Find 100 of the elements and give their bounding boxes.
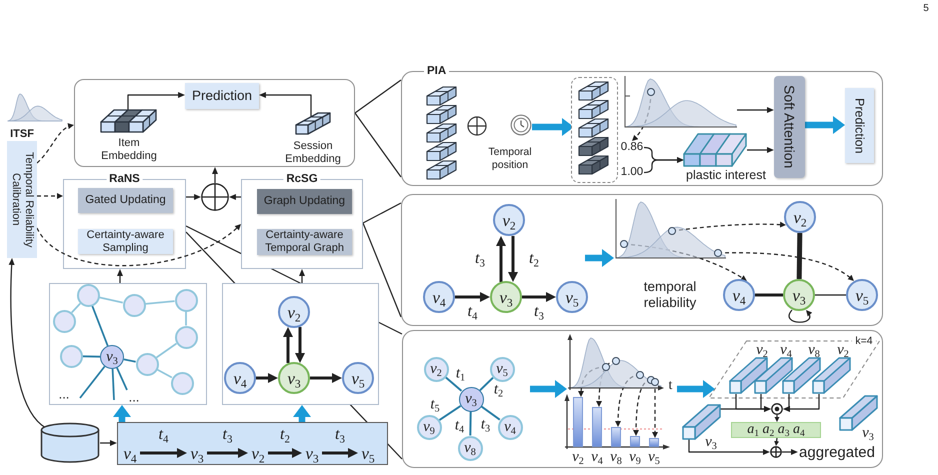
node-circle: v$_{4}$ bbox=[224, 362, 256, 394]
node-circle: v$_{5}$ bbox=[490, 356, 514, 382]
connector-line bbox=[479, 376, 494, 392]
node-label: v$_{4}$ bbox=[779, 342, 793, 358]
edge-label: t$_{2}$ bbox=[529, 251, 539, 267]
node-circle: v$_{3}$ bbox=[458, 386, 484, 412]
edge-label: t$_{2}$ bbox=[280, 427, 290, 443]
axis-label: v$_{8}$ bbox=[609, 449, 623, 465]
arrow bbox=[207, 448, 248, 458]
edge-label: t$_{2}$ bbox=[494, 382, 504, 398]
arrow bbox=[644, 157, 684, 174]
dot-product-icon bbox=[771, 403, 783, 415]
arrow bbox=[127, 92, 185, 110]
node-label: v$_{3}$ bbox=[861, 425, 875, 441]
connector-line bbox=[116, 368, 128, 390]
arrow bbox=[737, 107, 774, 113]
connector-line bbox=[480, 405, 500, 421]
arrow bbox=[100, 440, 117, 446]
connector-line bbox=[82, 355, 100, 358]
arrow bbox=[508, 236, 518, 282]
dashed-frame bbox=[571, 77, 618, 183]
node-circle: v$_{3}$ bbox=[100, 345, 124, 369]
connector-line bbox=[71, 302, 81, 314]
value-label: 1.00 bbox=[620, 166, 644, 179]
connector-line bbox=[185, 312, 187, 326]
chart-caption: temporal reliability bbox=[642, 279, 698, 311]
connector-line bbox=[755, 294, 783, 296]
connector-line bbox=[79, 366, 106, 399]
node-circle bbox=[60, 344, 82, 368]
node-label: v$_{5}$ bbox=[358, 442, 378, 464]
edge-label: t$_{3}$ bbox=[335, 427, 345, 443]
axis-label: t bbox=[668, 379, 674, 393]
zoom-line bbox=[362, 222, 402, 318]
dashed-arrow bbox=[36, 124, 74, 164]
connector-line bbox=[156, 368, 172, 378]
zoom-line bbox=[354, 112, 402, 178]
arrow bbox=[8, 258, 46, 428]
axis-label: v$_{2}$ bbox=[571, 449, 585, 465]
arrow bbox=[256, 373, 278, 383]
block-arrow bbox=[532, 121, 574, 133]
arrow bbox=[522, 292, 556, 302]
arrow bbox=[140, 448, 187, 458]
connector-line bbox=[815, 294, 846, 296]
node-circle bbox=[76, 284, 100, 306]
arrow bbox=[783, 394, 820, 412]
node-circle: v$_{5}$ bbox=[342, 362, 374, 394]
arrow bbox=[283, 327, 293, 363]
node-label: v$_{3}$ bbox=[302, 442, 322, 464]
connector-line bbox=[91, 305, 109, 346]
node-circle bbox=[122, 294, 146, 316]
arrow bbox=[186, 194, 201, 200]
output-box: Prediction bbox=[185, 83, 259, 109]
node-circle: v$_{8}$ bbox=[458, 436, 482, 460]
block-arrow bbox=[585, 252, 614, 264]
output-label: aggregated bbox=[798, 444, 876, 461]
node-circle: v$_{5}$ bbox=[556, 281, 588, 313]
node-caption: Session Embedding bbox=[284, 140, 342, 166]
edge-label: t$_{4}$ bbox=[454, 418, 464, 433]
panel bbox=[74, 79, 355, 167]
node-label: v$_{3}$ bbox=[704, 434, 718, 450]
arrow bbox=[774, 415, 780, 422]
node-circle: v$_{4}$ bbox=[498, 414, 522, 440]
node-label: v$_{2}$ bbox=[755, 342, 769, 358]
connector-line bbox=[438, 405, 462, 421]
process-box: Graph Updating bbox=[257, 189, 352, 214]
node-circle: v$_{4}$ bbox=[723, 279, 755, 311]
arrow bbox=[747, 147, 774, 153]
node-label: v$_{2}$ bbox=[248, 442, 268, 464]
graph-panel bbox=[49, 283, 207, 405]
arrow bbox=[455, 292, 490, 302]
node-circle: v$_{2}$ bbox=[424, 356, 448, 382]
ellipsis: ... bbox=[58, 388, 70, 400]
node-circle: v$_{4}$ bbox=[423, 281, 455, 313]
panel bbox=[401, 194, 883, 326]
node-circle bbox=[136, 352, 158, 376]
frame-label: k=4 bbox=[852, 336, 876, 347]
sum-icon bbox=[770, 446, 782, 458]
node-circle bbox=[174, 288, 198, 312]
block-arrow bbox=[530, 383, 567, 395]
node-label: v$_{8}$ bbox=[807, 342, 821, 358]
node-label: v$_{2}$ bbox=[836, 342, 850, 358]
edge-label: t$_{5}$ bbox=[430, 398, 440, 412]
arrow bbox=[782, 449, 798, 455]
dashed-arrow bbox=[37, 193, 63, 199]
edge-label: t$_{3}$ bbox=[534, 304, 544, 320]
edge-label: t$_{1}$ bbox=[456, 366, 466, 382]
database-icon bbox=[40, 422, 100, 464]
module-title: ITSF bbox=[9, 129, 35, 140]
node-circle: v$_{5}$ bbox=[846, 279, 878, 311]
process-box: Soft Attention bbox=[774, 76, 805, 178]
arrow bbox=[496, 236, 506, 282]
arrow bbox=[310, 373, 342, 383]
node-circle: v$_{2}$ bbox=[278, 296, 310, 328]
process-box: Gated Updating bbox=[78, 188, 173, 213]
arrow bbox=[295, 327, 305, 363]
panel bbox=[402, 330, 883, 468]
node-circle: v$_{9}$ bbox=[416, 414, 442, 440]
block-arrow bbox=[677, 383, 715, 395]
weights-box: a$_{1}$ a$_{2}$ a$_{3}$ a$_{4}$ bbox=[731, 422, 821, 438]
dashed-arrow bbox=[36, 224, 242, 266]
